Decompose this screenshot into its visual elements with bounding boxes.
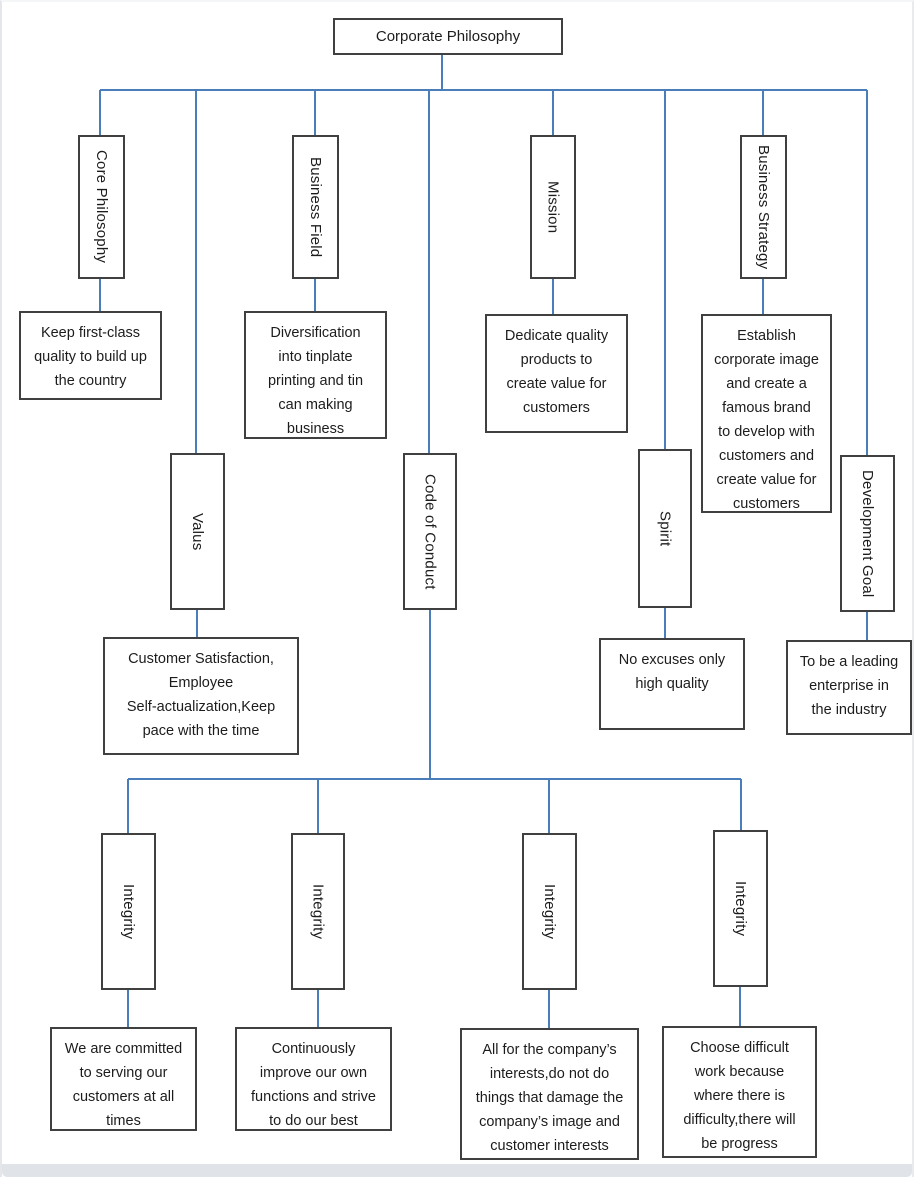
node-integrity-4-label: Integrity xyxy=(732,880,749,937)
node-integrity-2: Integrity xyxy=(291,833,345,990)
desc-integrity-1: We are committed to serving our customer… xyxy=(50,1027,197,1131)
desc-integrity-4: Choose difficult work because where ther… xyxy=(662,1026,817,1158)
desc-business-field: Diversification into tinplate printing a… xyxy=(244,311,387,439)
node-core-philosophy-label: Core Philosophy xyxy=(93,150,110,264)
page-bottom-edge xyxy=(2,1164,912,1177)
node-integrity-1-label: Integrity xyxy=(120,883,137,940)
node-development-goal-label: Development Goal xyxy=(859,469,876,598)
desc-integrity-3: All for the company’s interests,do not d… xyxy=(460,1028,639,1160)
node-business-strategy-label: Business Strategy xyxy=(755,144,772,270)
node-code-of-conduct: Code of Conduct xyxy=(403,453,457,610)
node-business-field: Business Field xyxy=(292,135,339,279)
node-integrity-3-label: Integrity xyxy=(541,883,558,940)
node-core-philosophy: Core Philosophy xyxy=(78,135,125,279)
node-integrity-4: Integrity xyxy=(713,830,768,987)
node-integrity-2-label: Integrity xyxy=(309,883,327,940)
desc-spirit: No excuses only high quality xyxy=(599,638,745,730)
desc-valus: Customer Satisfaction, Employee Self-act… xyxy=(103,637,299,755)
node-corporate-philosophy: Corporate Philosophy xyxy=(333,18,563,55)
desc-core-philosophy: Keep first-class quality to build up the… xyxy=(19,311,162,400)
node-code-of-conduct-label: Code of Conduct xyxy=(421,473,439,590)
desc-mission: Dedicate quality products to create valu… xyxy=(485,314,628,433)
node-integrity-3: Integrity xyxy=(522,833,577,990)
node-business-field-label: Business Field xyxy=(307,156,324,258)
node-development-goal: Development Goal xyxy=(840,455,895,612)
node-spirit-label: Spirit xyxy=(656,510,674,547)
node-corporate-philosophy-label: Corporate Philosophy xyxy=(375,28,521,45)
desc-development-goal: To be a leading enterprise in the indust… xyxy=(786,640,912,735)
node-business-strategy: Business Strategy xyxy=(740,135,787,279)
node-valus-label: Valus xyxy=(189,512,206,551)
node-mission-label: Mission xyxy=(544,180,562,234)
node-mission: Mission xyxy=(530,135,576,279)
node-integrity-1: Integrity xyxy=(101,833,156,990)
desc-business-strategy: Establish corporate image and create a f… xyxy=(701,314,832,513)
desc-integrity-2: Continuously improve our own functions a… xyxy=(235,1027,392,1131)
node-spirit: Spirit xyxy=(638,449,692,608)
node-valus: Valus xyxy=(170,453,225,610)
